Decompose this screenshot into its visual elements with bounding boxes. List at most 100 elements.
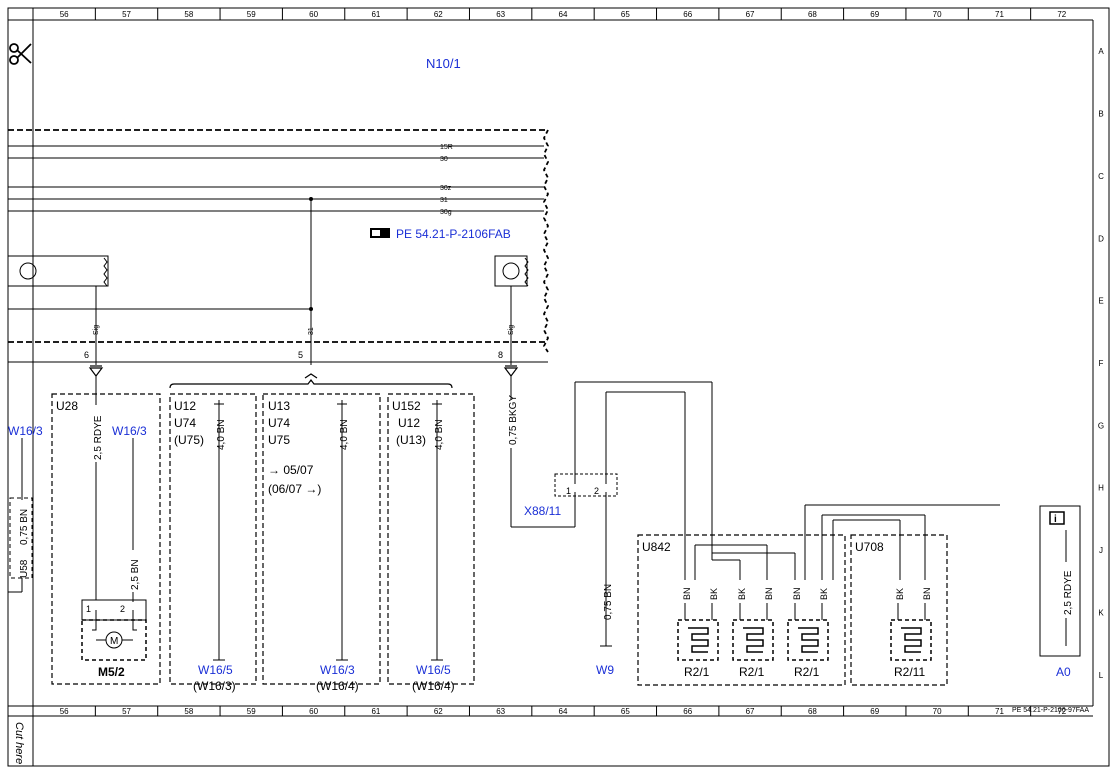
column-label: 62 bbox=[434, 10, 443, 19]
u152-line2: U12 bbox=[398, 416, 420, 430]
bus-30g: 30g bbox=[440, 209, 452, 216]
a0-wire: 2,5 RDYE bbox=[1063, 570, 1074, 615]
column-label: 61 bbox=[371, 10, 380, 19]
u152-box bbox=[387, 393, 475, 685]
u152-line3: (U13) bbox=[396, 433, 426, 447]
bus-30z: 30z bbox=[440, 185, 452, 192]
column-label: 57 bbox=[122, 707, 131, 716]
u13-wire: 4,0 BN bbox=[339, 419, 350, 450]
row-label: F bbox=[1099, 359, 1104, 368]
heater-label-2: R2/1 bbox=[739, 665, 765, 679]
u13-note2: (06/07 →) bbox=[268, 482, 321, 496]
u28-wire-bn: 2,5 BN bbox=[130, 559, 141, 590]
u152-wire: 4,0 BN bbox=[434, 419, 445, 450]
u842-wire-5: BN bbox=[792, 587, 802, 600]
column-label: 72 bbox=[1057, 707, 1066, 716]
module-name: N10/1 bbox=[426, 56, 461, 71]
column-label: 60 bbox=[309, 10, 318, 19]
u12-wire: 4,0 BN bbox=[216, 419, 227, 450]
column-label: 58 bbox=[184, 707, 193, 716]
row-label: H bbox=[1098, 484, 1104, 493]
heater-label-3: R2/1 bbox=[794, 665, 820, 679]
x88-pin2: 2 bbox=[594, 486, 599, 496]
bus-31: 31 bbox=[440, 197, 448, 204]
u708-box bbox=[850, 534, 948, 686]
column-label: 69 bbox=[870, 10, 879, 19]
column-label: 63 bbox=[496, 10, 505, 19]
heater-r2-1-c bbox=[787, 619, 829, 661]
heater-label-r2-11: R2/11 bbox=[894, 665, 925, 679]
a0-box bbox=[1039, 505, 1081, 657]
x88-pin1: 1 bbox=[566, 486, 571, 496]
row-label: A bbox=[1098, 47, 1104, 56]
m5-2-pin2: 2 bbox=[120, 604, 125, 614]
pin-number-5: 5 bbox=[298, 350, 303, 360]
u13-ref1[interactable]: W16/3 bbox=[320, 663, 355, 677]
column-label: 72 bbox=[1057, 10, 1066, 19]
ground-wire: 0,75 BN bbox=[603, 584, 614, 620]
column-label: 56 bbox=[60, 10, 69, 19]
u12-ref2: (W16/3) bbox=[193, 679, 236, 693]
column-label: 70 bbox=[933, 10, 942, 19]
u13-box bbox=[262, 393, 381, 685]
info-icon-glyph: i bbox=[1054, 514, 1057, 525]
pin-number-8: 8 bbox=[498, 350, 503, 360]
a0-ref[interactable]: A0 bbox=[1056, 665, 1071, 679]
u152-line1: U152 bbox=[392, 399, 421, 413]
column-label: 71 bbox=[995, 10, 1004, 19]
m5-2-pin1: 1 bbox=[86, 604, 91, 614]
u842-wire-1: BN bbox=[682, 587, 692, 600]
u152-ref1[interactable]: W16/5 bbox=[416, 663, 451, 677]
column-label: 63 bbox=[496, 707, 505, 716]
left-box-label: U58 bbox=[19, 559, 30, 578]
column-label: 64 bbox=[559, 707, 568, 716]
info-icon bbox=[1049, 511, 1065, 525]
w9-ref[interactable]: W9 bbox=[596, 663, 614, 677]
u842-box bbox=[637, 534, 846, 686]
row-label: C bbox=[1098, 172, 1104, 181]
u708-wire-2: BN bbox=[922, 587, 932, 600]
heater-r2-1-a bbox=[677, 619, 719, 661]
column-label: 59 bbox=[247, 10, 256, 19]
u708-code: U708 bbox=[855, 540, 884, 554]
row-label: K bbox=[1098, 608, 1104, 617]
row-label: J bbox=[1099, 546, 1103, 555]
module-right-edge bbox=[542, 129, 550, 353]
heater-label-1: R2/1 bbox=[684, 665, 710, 679]
column-label: 56 bbox=[60, 707, 69, 716]
u28-wire-rdye: 2,5 RDYE bbox=[93, 415, 104, 460]
u28-ref-w16-3[interactable]: W16/3 bbox=[112, 424, 147, 438]
column-label: 67 bbox=[746, 10, 755, 19]
row-label: B bbox=[1098, 110, 1103, 119]
column-label: 66 bbox=[683, 707, 692, 716]
u842-wire-4: BN bbox=[764, 587, 774, 600]
u12-ref1[interactable]: W16/5 bbox=[198, 663, 233, 677]
row-label: D bbox=[1098, 234, 1104, 243]
column-ruler bbox=[94, 8, 1032, 716]
motor-icon: M bbox=[110, 636, 118, 647]
u13-note1: → 05/07 bbox=[268, 463, 314, 477]
heater-r2-1-b bbox=[732, 619, 774, 661]
x88-11-label[interactable]: X88/11 bbox=[524, 504, 561, 518]
column-label: 70 bbox=[933, 707, 942, 716]
column-label: 57 bbox=[122, 10, 131, 19]
column-label: 58 bbox=[184, 10, 193, 19]
u708-wire-1: BK bbox=[895, 588, 905, 600]
column-label: 66 bbox=[683, 10, 692, 19]
column-label: 61 bbox=[371, 707, 380, 716]
row-label: E bbox=[1098, 297, 1103, 306]
pin-number-6: 6 bbox=[84, 350, 89, 360]
u842-wire-3: BK bbox=[737, 588, 747, 600]
column-label: 59 bbox=[247, 707, 256, 716]
column-label: 65 bbox=[621, 707, 630, 716]
module-reference[interactable]: PE 54.21-P-2106FAB bbox=[396, 227, 511, 241]
u152-ref2: (W16/4) bbox=[412, 679, 455, 693]
column-label: 68 bbox=[808, 10, 817, 19]
left-ref-w16-3[interactable]: W16/3 bbox=[8, 424, 43, 438]
column-label: 65 bbox=[621, 10, 630, 19]
u13-line2: U74 bbox=[268, 416, 290, 430]
pin-31: 31 bbox=[308, 327, 315, 335]
